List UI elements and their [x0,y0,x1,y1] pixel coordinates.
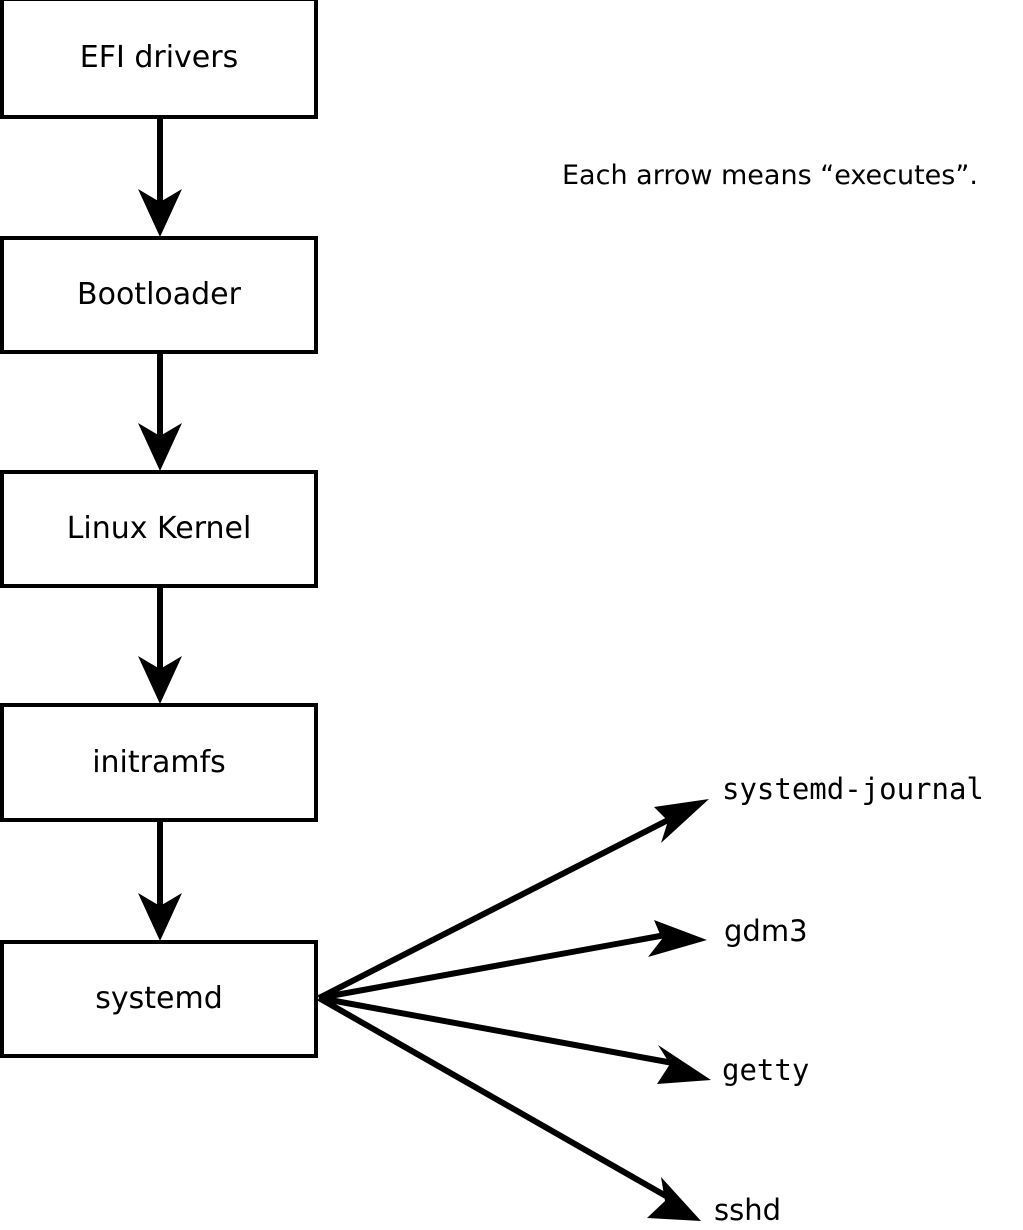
process-box-label: Bootloader [77,277,241,312]
process-box-bootloader[interactable]: Bootloader [0,236,318,354]
chain-arrow-initramfs-to-systemd [138,822,182,941]
process-box-initramfs[interactable]: initramfs [0,703,318,822]
chain-arrow-efi-to-bootloader [138,119,182,237]
service-label-sshd: sshd [714,1193,782,1227]
process-box-systemd[interactable]: systemd [0,940,318,1058]
service-arrow-getty [318,995,711,1084]
service-label-getty: getty [722,1053,810,1087]
service-label-gdm3: gdm3 [724,914,808,948]
process-box-label: EFI drivers [79,40,239,75]
diagram-caption: Each arrow means “executes”. [562,160,978,191]
service-arrow-sshd [317,995,701,1221]
service-arrow-gdm3 [318,920,707,1001]
chain-arrow-kernel-to-initramfs [138,588,182,704]
process-box-label: systemd [95,981,223,1016]
chain-arrow-bootloader-to-kernel [138,354,182,471]
process-box-linux-kernel[interactable]: Linux Kernel [0,470,318,588]
process-box-efi-drivers[interactable]: EFI drivers [0,0,318,119]
process-box-label: Linux Kernel [66,511,252,546]
service-arrow-systemd-journal [317,799,709,1001]
service-label-systemd-journal: systemd-journal [722,772,984,806]
process-box-label: initramfs [92,744,226,780]
